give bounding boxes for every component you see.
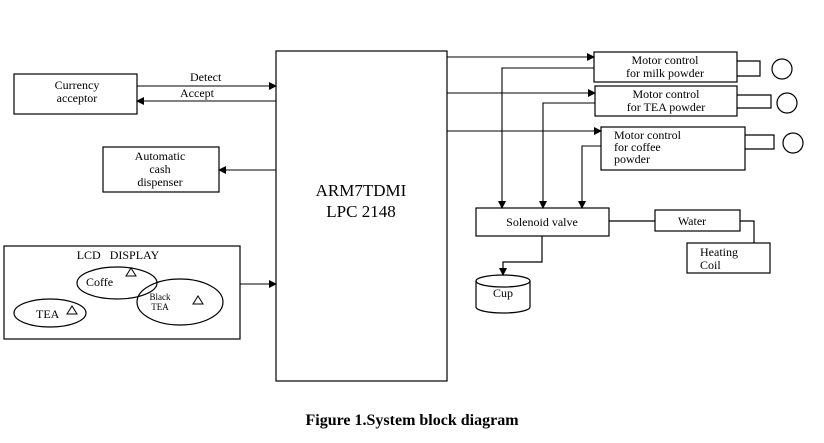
black-tea-label-2: TEA — [151, 302, 169, 312]
motor-milk-label-1: Motor control — [632, 53, 700, 67]
motor-tea-label-2: for TEA powder — [627, 100, 705, 114]
lcd-display-box — [3, 245, 241, 340]
currency-label-2: acceptor — [57, 91, 98, 105]
tea-select-icon — [66, 305, 78, 315]
water-label: Water — [678, 214, 706, 228]
motor-coffee-label-2: for coffee — [614, 140, 661, 154]
tea-option — [13, 298, 87, 328]
currency-acceptor-box — [13, 73, 138, 115]
motor-milk-box — [593, 51, 738, 83]
solenoid-label: Solenoid valve — [506, 215, 578, 229]
processor-label-2: LPC 2148 — [326, 202, 395, 221]
tea-motor-icon — [776, 92, 798, 114]
motor-tea-box — [594, 85, 738, 117]
tea-feed-arrow — [539, 102, 595, 209]
coffe-label: Coffe — [86, 275, 113, 289]
currency-label-1: Currency — [55, 78, 100, 92]
accept-label: Accept — [180, 86, 215, 100]
heating-label-2: Coil — [700, 258, 721, 272]
figure-caption: Figure 1.System block diagram — [0, 412, 824, 430]
milk-feed-arrow — [498, 67, 594, 209]
coffee-motor-icon — [782, 132, 804, 154]
motor-coffee-label-1: Motor control — [614, 128, 682, 142]
coffee-feed-arrow — [578, 145, 601, 209]
detect-label: Detect — [190, 70, 222, 84]
heating-label-1: Heating — [700, 245, 738, 259]
dispenser-label-3: dispenser — [137, 175, 182, 189]
lcd-title: LCD DISPLAY — [77, 248, 160, 262]
caption-title: .System block diagram — [362, 412, 519, 429]
black-tea-select-icon — [192, 295, 204, 305]
cup-icon — [475, 281, 531, 314]
heating-coil-box — [686, 242, 771, 274]
black-tea-label-1: Black — [150, 292, 171, 302]
caption-figure-number: Figure 1 — [305, 412, 363, 429]
processor-box — [275, 50, 448, 382]
motor-coffee-label-3: powder — [614, 152, 650, 166]
tea-label: TEA — [36, 307, 60, 321]
motor-tea-label-1: Motor control — [633, 87, 701, 101]
dispenser-label-1: Automatic — [135, 149, 186, 163]
milk-motor-icon — [771, 58, 793, 80]
dispenser-label-2: cash — [149, 162, 170, 176]
motor-milk-label-2: for milk powder — [626, 66, 704, 80]
cup-label: Cup — [493, 286, 513, 300]
processor-label-1: ARM7TDMI — [316, 181, 407, 200]
coffe-select-icon — [125, 267, 137, 277]
black-tea-option — [136, 278, 224, 326]
